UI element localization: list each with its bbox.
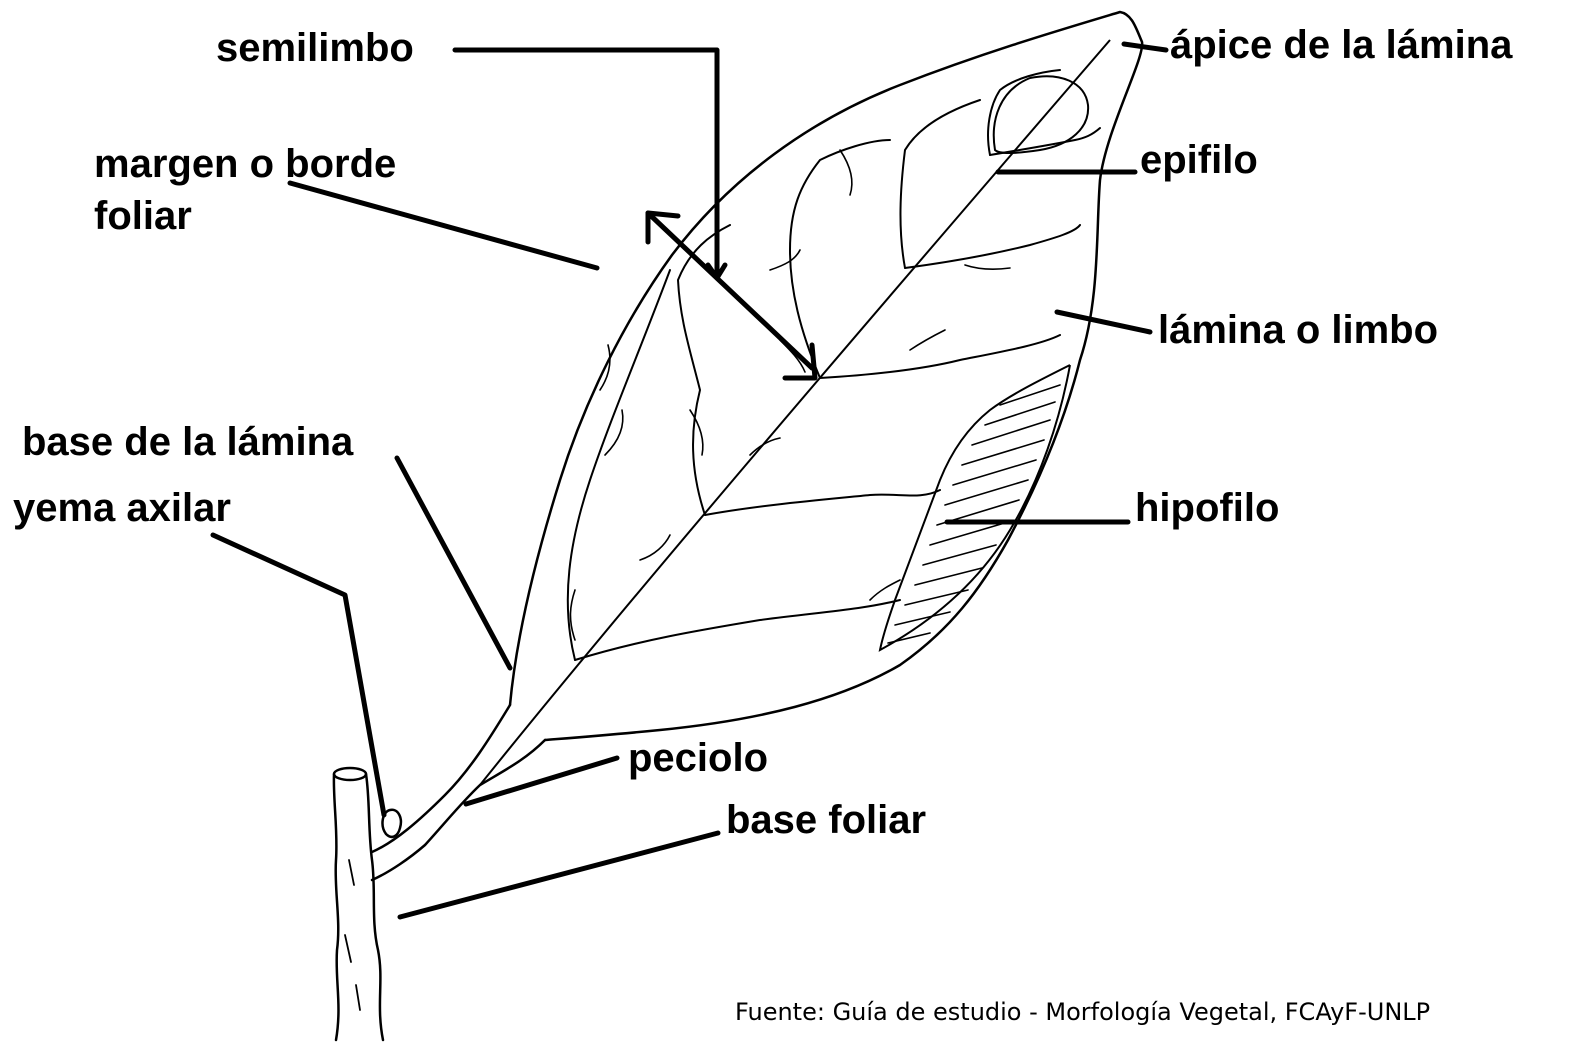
label-apice: ápice de la lámina: [1170, 25, 1512, 65]
label-hipofilo: hipofilo: [1135, 488, 1279, 528]
label-base-foliar: base foliar: [726, 800, 926, 840]
label-margen-line2: foliar: [94, 196, 192, 236]
label-peciolo: peciolo: [628, 738, 768, 778]
label-margen-line1: margen o borde: [94, 144, 396, 184]
stem-drawing: [334, 768, 383, 1040]
label-semilimbo: semilimbo: [216, 28, 414, 68]
stem-texture: [345, 860, 360, 1010]
label-base-lamina: base de la lámina: [22, 422, 353, 462]
label-lamina: lámina o limbo: [1158, 310, 1438, 350]
leader-base-lamina: [397, 458, 510, 668]
source-caption: Fuente: Guía de estudio - Morfología Veg…: [735, 1000, 1430, 1024]
leader-lamina: [1057, 312, 1150, 332]
hipofilo-edge: [880, 365, 1070, 650]
leader-apice: [1124, 44, 1166, 50]
stem-left-edge: [334, 774, 339, 1040]
midrib: [480, 40, 1110, 785]
leader-yema: [213, 535, 384, 815]
label-epifilo: epifilo: [1140, 140, 1258, 180]
leader-margen: [290, 183, 597, 268]
stem-right-edge: [366, 774, 383, 1040]
stem-cut-top: [334, 768, 366, 780]
secondary-veins: [568, 70, 1100, 660]
label-yema: yema axilar: [13, 488, 231, 528]
petiole-drawing: [372, 705, 545, 880]
tertiary-veins: [570, 150, 1010, 640]
leader-base-foliar: [400, 833, 718, 917]
petiole-lower-edge: [372, 740, 545, 880]
